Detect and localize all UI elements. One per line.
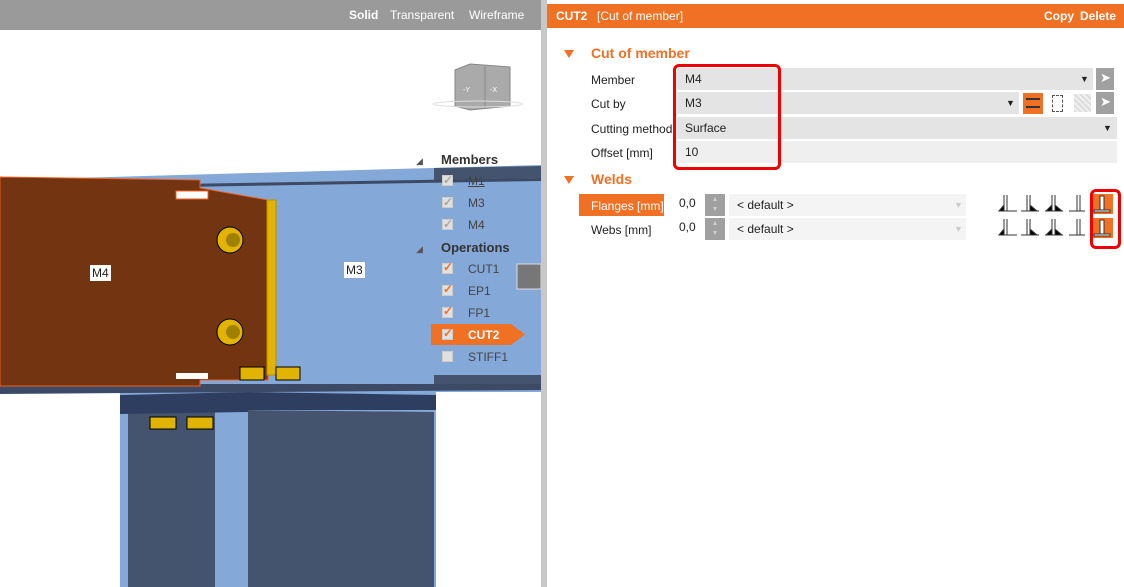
offset-label: Offset [mm] bbox=[591, 146, 653, 160]
cutby-select[interactable]: M3 bbox=[677, 92, 1019, 114]
beam-m4 bbox=[0, 176, 269, 387]
check-icon: ✓ bbox=[443, 260, 454, 274]
panel-title: CUT2 bbox=[556, 9, 588, 23]
tree-item-cut1[interactable]: CUT1 bbox=[468, 262, 500, 276]
check-icon: ✓ bbox=[443, 304, 454, 318]
tree-item-stiff1[interactable]: STIFF1 bbox=[468, 350, 509, 364]
checkbox-m4[interactable] bbox=[442, 219, 453, 230]
checkbox-m3[interactable] bbox=[442, 197, 453, 208]
collapse-cut-icon[interactable] bbox=[564, 50, 574, 58]
offset-value: 10 bbox=[685, 145, 699, 159]
offset-input[interactable]: 10 bbox=[677, 141, 1117, 163]
column-web bbox=[128, 412, 215, 587]
cutby-value: M3 bbox=[685, 96, 702, 110]
pick-cutby-button[interactable]: ➤ bbox=[1096, 92, 1114, 114]
check-icon: ✓ bbox=[443, 282, 454, 296]
collapse-operations-icon[interactable]: ◢ bbox=[416, 244, 423, 254]
welds-section-title: Welds bbox=[591, 171, 632, 187]
checkbox-stiff1[interactable] bbox=[442, 351, 453, 362]
chevron-down-icon: ▼ bbox=[1006, 98, 1015, 108]
collapse-members-icon[interactable]: ◢ bbox=[416, 156, 423, 166]
properties-panel: CUT2 [Cut of member] Copy Delete Cut of … bbox=[547, 0, 1124, 587]
member-select[interactable]: M4 bbox=[677, 68, 1093, 90]
cursor-icon: ➤ bbox=[1100, 70, 1111, 85]
panel-header: CUT2 [Cut of member] Copy Delete bbox=[547, 4, 1124, 28]
weld-webs-stepper[interactable]: ▲▼ bbox=[705, 218, 725, 240]
check-icon: ✓ bbox=[443, 217, 454, 231]
cube-face-label: -X bbox=[490, 87, 497, 94]
view-mode-bar: Solid Transparent Wireframe bbox=[0, 0, 541, 30]
check-icon: ✓ bbox=[443, 173, 454, 187]
method-label: Cutting method bbox=[591, 122, 673, 136]
cut-plate-icon[interactable] bbox=[1074, 94, 1091, 112]
check-icon: ✓ bbox=[443, 195, 454, 209]
weld-both-icon bbox=[1044, 195, 1064, 236]
weld-flanges-label: Flanges [mm] bbox=[591, 199, 664, 213]
mode-solid[interactable]: Solid bbox=[349, 8, 379, 22]
weld-webs-value[interactable]: 0,0 bbox=[679, 220, 696, 234]
checkbox-cut2[interactable] bbox=[442, 329, 453, 340]
tree-item-cut2[interactable]: CUT2 bbox=[468, 328, 500, 342]
3d-viewport[interactable]: -Y -X M4 M3 Solid Transparent Wireframe … bbox=[0, 0, 541, 587]
weld-type-icons bbox=[997, 194, 1113, 238]
chevron-down-icon: ▼ bbox=[1080, 74, 1089, 84]
cutby-label: Cut by bbox=[591, 97, 626, 111]
splitter[interactable] bbox=[541, 0, 547, 587]
delete-button[interactable]: Delete bbox=[1080, 9, 1117, 23]
view-cube-icon bbox=[432, 63, 524, 111]
mode-transparent[interactable]: Transparent bbox=[390, 8, 455, 22]
tree-item-m4[interactable]: M4 bbox=[468, 218, 485, 232]
weld-flanges-type: < default > bbox=[737, 198, 794, 212]
operations-header: Operations bbox=[441, 240, 510, 255]
weld-left-icon bbox=[997, 195, 1017, 236]
members-header: Members bbox=[441, 152, 499, 167]
highlight-box bbox=[673, 64, 781, 170]
panel-subtitle: [Cut of member] bbox=[597, 9, 684, 23]
weld-webs-label: Webs [mm] bbox=[591, 223, 652, 237]
checkbox-cut1[interactable] bbox=[442, 263, 453, 274]
weld-none-icon bbox=[1069, 195, 1085, 236]
weld-right-icon bbox=[1021, 195, 1039, 236]
pick-member-button[interactable]: ➤ bbox=[1096, 68, 1114, 90]
end-plate bbox=[266, 199, 277, 376]
checkbox-ep1[interactable] bbox=[442, 285, 453, 296]
member-label: Member bbox=[591, 73, 636, 87]
tree-item-ep1[interactable]: EP1 bbox=[468, 284, 491, 298]
highlight-box bbox=[1090, 189, 1121, 249]
checkbox-fp1[interactable] bbox=[442, 307, 453, 318]
cut-section-title: Cut of member bbox=[591, 45, 690, 61]
cut-bearing-toggle[interactable] bbox=[1023, 93, 1043, 114]
copy-button[interactable]: Copy bbox=[1044, 9, 1074, 23]
3d-scene: -Y -X bbox=[0, 63, 541, 587]
chevron-down-icon: ▼ bbox=[1103, 123, 1112, 133]
column-flange bbox=[248, 410, 434, 587]
tree-item-m1[interactable]: M1 bbox=[468, 174, 485, 188]
member-value: M4 bbox=[685, 72, 702, 86]
collapse-welds-icon[interactable] bbox=[564, 176, 574, 184]
checkbox-m1[interactable] bbox=[442, 175, 453, 186]
method-select[interactable]: Surface bbox=[677, 117, 1117, 139]
cursor-icon: ➤ bbox=[1100, 94, 1111, 109]
chevron-down-icon: ▼ bbox=[954, 200, 963, 210]
weld-flanges-label-bg[interactable] bbox=[579, 194, 664, 216]
bolt-icon bbox=[239, 366, 265, 381]
check-icon: ✓ bbox=[443, 326, 454, 340]
label-m3: M3 bbox=[344, 262, 365, 278]
weld-flanges-value[interactable]: 0,0 bbox=[679, 196, 696, 210]
weld-webs-type: < default > bbox=[737, 222, 794, 236]
cut-frame-icon[interactable] bbox=[1052, 95, 1063, 112]
weld-full-icon bbox=[1093, 195, 1111, 237]
label-m4: M4 bbox=[90, 265, 111, 281]
weld-webs-type-select[interactable]: < default > bbox=[729, 218, 966, 240]
tree-item-m3[interactable]: M3 bbox=[468, 196, 485, 210]
method-value: Surface bbox=[685, 121, 727, 135]
weld-flanges-type-select[interactable]: < default > bbox=[729, 194, 966, 216]
tree-item-fp1[interactable]: FP1 bbox=[468, 306, 491, 320]
selected-item-highlight bbox=[431, 324, 525, 345]
cube-face-label: -Y bbox=[463, 87, 470, 94]
chevron-down-icon: ▼ bbox=[954, 224, 963, 234]
weld-flanges-stepper[interactable]: ▲▼ bbox=[705, 194, 725, 216]
mode-wireframe[interactable]: Wireframe bbox=[469, 8, 525, 22]
